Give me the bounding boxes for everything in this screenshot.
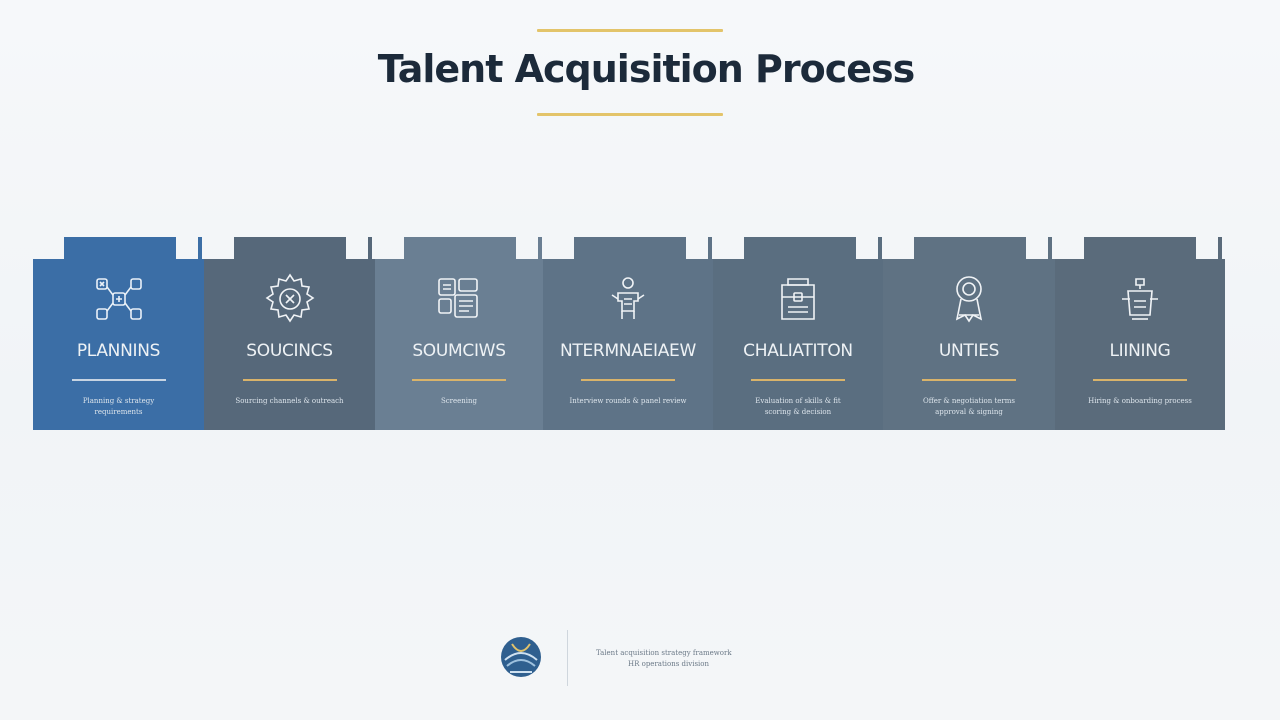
stage-interview: NTERMNAEIAEW Interview rounds & panel re…	[543, 259, 713, 430]
stage-offer: UNTIES Offer & negotiation terms approva…	[883, 259, 1055, 430]
stage-tab	[64, 237, 176, 261]
stage-screening: SOUMCIWS Screening	[375, 259, 543, 430]
gear-badge-icon	[265, 273, 314, 323]
onboarding-bag-icon	[1122, 278, 1158, 320]
stage-notch	[198, 237, 202, 259]
stage-sourcing: SOUCINCS Sourcing channels & outreach	[204, 259, 375, 430]
stage-notch	[1048, 237, 1052, 259]
stage-tab	[744, 237, 856, 261]
stage-divider	[581, 379, 675, 381]
stage-divider	[751, 379, 845, 381]
title-rule-top	[537, 29, 723, 32]
stage-tab	[1084, 237, 1196, 261]
stage-hiring: LIINING Hiring & onboarding process	[1055, 259, 1225, 430]
stage-label: LIINING	[1109, 341, 1171, 361]
stage-planning: PLANNINS Planning & strategy requirement…	[33, 259, 204, 430]
stage-description: Interview rounds & panel review	[569, 397, 687, 405]
briefcase-icon	[781, 278, 815, 320]
network-nodes-icon	[95, 278, 142, 320]
stage-divider	[1093, 379, 1187, 381]
stage-label: UNTIES	[938, 341, 1000, 361]
footer-caption: Talent acquisition strategy framework HR…	[596, 649, 732, 668]
page-title: Talent Acquisition Process	[377, 47, 916, 91]
stage-notch	[1218, 237, 1222, 259]
company-logo-icon	[501, 637, 541, 677]
stage-divider	[412, 379, 506, 381]
stage-divider	[71, 379, 166, 381]
award-ribbon-icon	[955, 276, 983, 323]
stage-description: Sourcing channels & outreach	[235, 397, 344, 405]
stage-description: Screening	[440, 397, 478, 405]
stage-description: Planning & strategy requirements	[82, 397, 155, 416]
stage-evaluation: CHALIATITON Evaluation of skills & fit s…	[713, 259, 883, 430]
document-grid-icon	[438, 278, 478, 318]
stage-description: Evaluation of skills & fit scoring & dec…	[755, 397, 841, 416]
stage-label: CHALIATITON	[743, 341, 853, 361]
stage-divider	[242, 379, 337, 381]
puzzle-person-icon	[611, 277, 645, 319]
stage-notch	[538, 237, 542, 259]
stage-notch	[368, 237, 372, 259]
footer-divider	[567, 630, 568, 686]
stage-label: SOUCINCS	[246, 341, 333, 361]
stage-description: Hiring & onboarding process	[1088, 397, 1192, 405]
stage-notch	[708, 237, 712, 259]
stage-divider	[922, 379, 1016, 381]
stage-label: NTERMNAEIAEW	[559, 341, 696, 361]
title-rule-bottom	[537, 113, 723, 116]
stage-label: PLANNINS	[76, 341, 161, 361]
stage-tab	[404, 237, 516, 261]
stage-description: Offer & negotiation terms approval & sig…	[923, 397, 1015, 416]
stage-label: SOUMCIWS	[412, 341, 506, 361]
stage-tab	[574, 237, 686, 261]
stage-notch	[878, 237, 882, 259]
stage-tab	[914, 237, 1026, 261]
stage-tab	[234, 237, 346, 261]
